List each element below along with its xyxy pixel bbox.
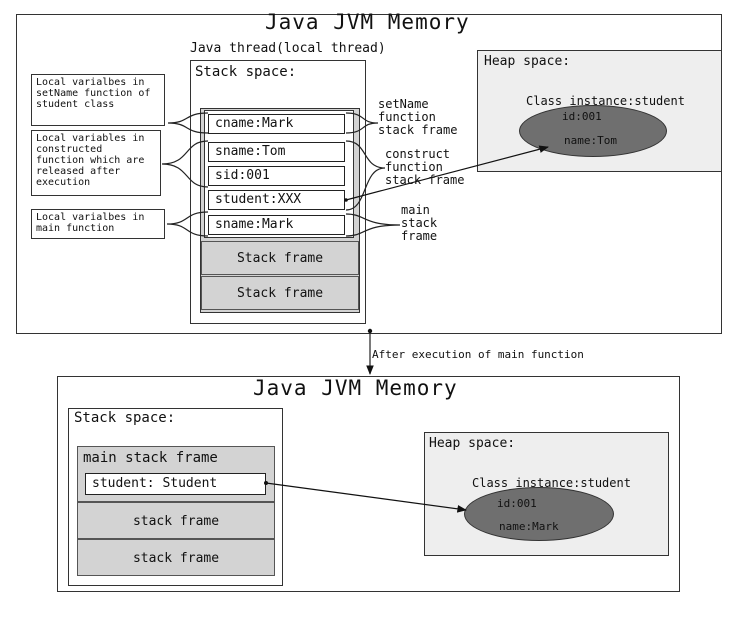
bottom-object-id: id:001	[497, 497, 537, 510]
brace-construct-left	[161, 140, 209, 188]
brace-main-left	[166, 211, 209, 237]
bottom-class-label: Class instance:student	[472, 476, 631, 490]
arrow-student-to-mark	[265, 482, 467, 513]
top-class-label: Class instance:student	[526, 94, 685, 108]
label-main-frame: main stack frame	[401, 203, 438, 243]
bottom-object-name: name:Mark	[499, 520, 559, 533]
bottom-student-var: student: Student	[85, 473, 266, 495]
var-sname: sname:Tom	[208, 142, 345, 162]
top-title: Java JVM Memory	[265, 10, 470, 34]
top-stack-frame-1: Stack frame	[201, 241, 359, 275]
bottom-student-object: id:001 name:Mark	[464, 487, 614, 541]
top-stack-label: Stack space:	[195, 64, 297, 80]
arrow-student-origin	[344, 198, 348, 202]
label-setname-frame: setName function stack frame	[378, 97, 458, 137]
top-stack-frame-2: Stack frame	[201, 276, 359, 310]
top-heap-label: Heap space:	[484, 54, 571, 69]
bottom-heap-label: Heap space:	[429, 436, 516, 451]
arrow-student-to-tom	[345, 145, 549, 201]
var-main-sname: sname:Mark	[208, 215, 345, 235]
var-cname: cname:Mark	[208, 114, 345, 134]
transition-label: After execution of main function	[372, 348, 584, 361]
brace-setname-left	[167, 112, 209, 134]
brace-setname-right	[345, 112, 379, 134]
var-sid: sid:001	[208, 166, 345, 186]
brace-construct-right	[345, 140, 386, 211]
transition-dot	[367, 328, 373, 334]
note-construct-locals: Local variables in constructed function …	[31, 130, 161, 196]
arrow-bottom-origin	[264, 481, 268, 485]
top-object-name: name:Tom	[564, 134, 617, 147]
label-construct-frame: construct function stack frame	[385, 147, 465, 187]
brace-main-right	[345, 213, 401, 237]
var-student: student:XXX	[208, 190, 345, 210]
bottom-memory-panel	[57, 376, 680, 592]
bottom-stack-frame-2: stack frame	[77, 539, 275, 576]
top-object-id: id:001	[562, 110, 602, 123]
bottom-stack-label: Stack space:	[74, 410, 176, 426]
bottom-main-frame-label: main stack frame	[83, 450, 218, 466]
note-main-locals: Local varialbes in main function	[31, 209, 165, 239]
thread-label: Java thread(local thread)	[190, 41, 386, 56]
top-memory-panel	[16, 14, 722, 334]
bottom-stack-frame-1: stack frame	[77, 502, 275, 539]
note-setname-locals: Local varialbes in setName function of s…	[31, 74, 165, 126]
bottom-title: Java JVM Memory	[253, 376, 458, 400]
